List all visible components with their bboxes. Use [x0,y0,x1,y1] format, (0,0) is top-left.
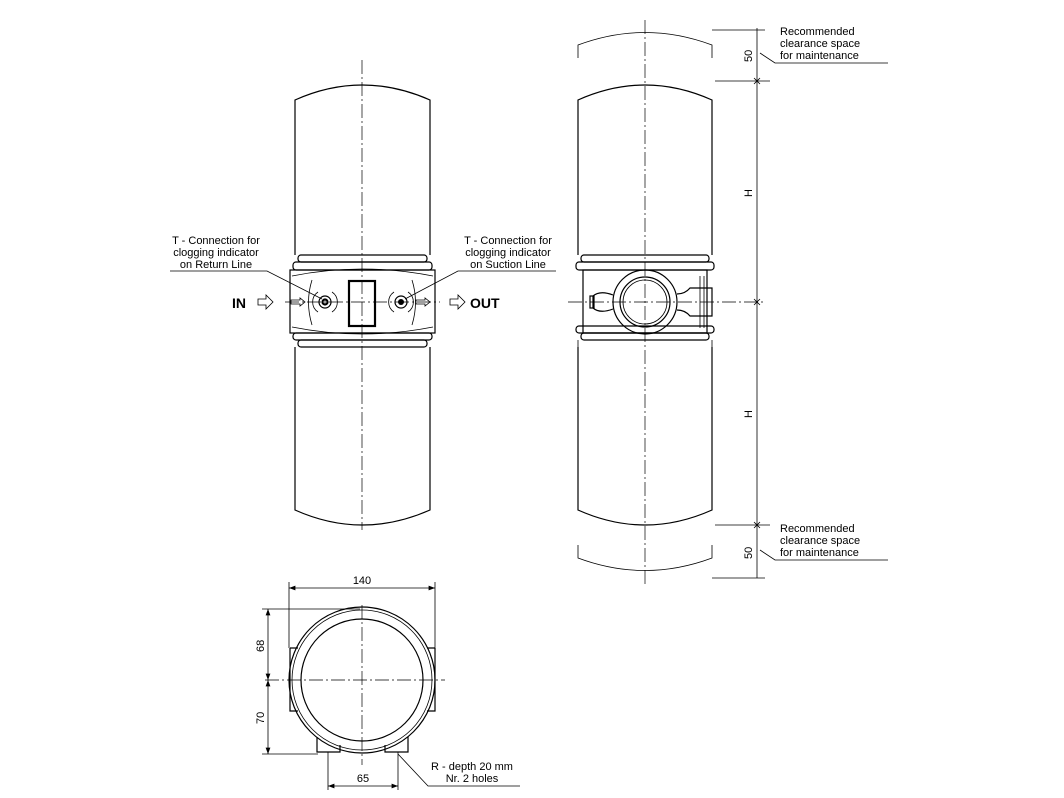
svg-text:R - depth 20 mm: R - depth 20 mm [431,761,513,773]
dim-holes-spacing: 65 [357,773,369,785]
clearance-note-bottom: Recommended clearance space for maintena… [759,523,888,561]
clearance-note-top: Recommended clearance space for maintena… [759,26,888,64]
svg-text:Recommended: Recommended [780,26,855,38]
svg-text:Recommended: Recommended [780,523,855,535]
outlet-arrow-icon [449,294,466,310]
svg-text:on Return Line: on Return Line [180,259,252,271]
dim-top-clearance: 50 [743,50,755,62]
dim-lower: 70 [255,712,267,724]
inlet-arrow-icon [257,294,274,310]
svg-text:for maintenance: for maintenance [780,547,859,559]
dim-height-top: H [743,189,755,197]
callout-return-line: T - Connection for clogging indicator on… [170,235,323,300]
dim-upper: 68 [255,640,267,652]
bottom-view: 140 68 70 65 R - depth 20 mm Nr. 2 holes [255,575,520,790]
hole-note: R - depth 20 mm Nr. 2 holes [397,753,520,787]
dim-width: 140 [353,575,371,587]
upper-filter-cartridge [294,84,431,255]
svg-text:Nr. 2 holes: Nr. 2 holes [446,773,499,785]
inlet-label: IN [232,295,246,311]
lower-filter-cartridge [294,347,431,526]
callout-suction-line: T - Connection for clogging indicator on… [404,235,556,300]
front-view: IN OUT T - Connection for clogging indic… [170,60,556,530]
svg-text:clearance space: clearance space [780,535,860,547]
svg-text:clogging indicator: clogging indicator [465,247,551,259]
svg-text:T - Connection for: T - Connection for [464,235,552,247]
svg-text:on Suction Line: on Suction Line [470,259,546,271]
dim-bottom-clearance: 50 [743,547,755,559]
outlet-label: OUT [470,295,500,311]
dim-height-bottom: H [743,410,755,418]
svg-text:T - Connection for: T - Connection for [172,235,260,247]
side-view: 50 H H 50 Recommended clearance space fo… [568,20,888,585]
svg-text:clogging indicator: clogging indicator [173,247,259,259]
svg-text:for maintenance: for maintenance [780,50,859,62]
svg-text:clearance space: clearance space [780,38,860,50]
